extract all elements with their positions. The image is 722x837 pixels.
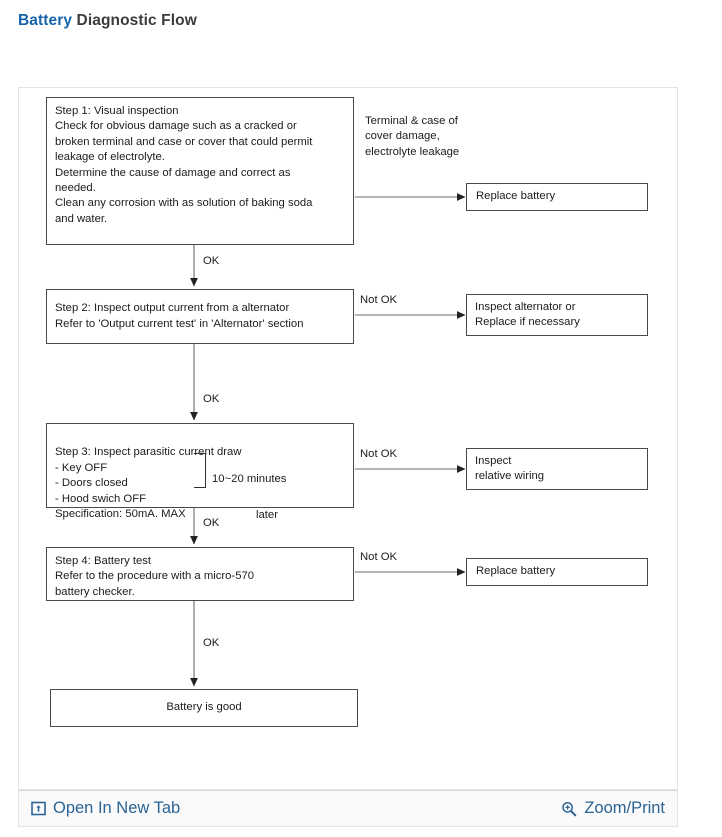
flow-box-result-replace-battery-1: Replace battery	[466, 183, 648, 211]
zoom-print-label: Zoom/Print	[584, 799, 665, 817]
flow-box-step-3: Step 3: Inspect parasitic current draw -…	[46, 423, 354, 521]
edge-label-not-ok-4: Not OK	[360, 551, 398, 563]
flow-box-battery-is-good: Battery is good	[50, 689, 358, 727]
zoom-print-button[interactable]: Zoom/Print	[561, 799, 665, 818]
flow-box-result-replace-battery-2: Replace battery	[466, 558, 648, 586]
flow-note-10-20-minutes-line1: 10~20 minutes	[212, 473, 287, 485]
flow-box-step-1: Step 1: Visual inspection Check for obvi…	[46, 97, 354, 245]
zoom-in-icon	[561, 801, 577, 817]
flow-note-terminal-damage: Terminal & case of cover damage, electro…	[365, 115, 460, 158]
flow-box-step-3-text: Step 3: Inspect parasitic current draw -…	[55, 446, 242, 521]
page-title-rest: Diagnostic Flow	[72, 12, 197, 29]
flow-note-10-20-minutes: 10~20 minutes later	[212, 452, 322, 542]
flow-box-result-inspect-wiring: Inspect relative wiring	[466, 448, 648, 490]
flow-box-step-2: Step 2: Inspect output current from a al…	[46, 289, 354, 344]
edge-label-ok-3: OK	[203, 517, 220, 529]
edge-label-ok-4: OK	[203, 637, 220, 649]
open-in-new-tab-button[interactable]: Open In New Tab	[31, 799, 180, 818]
external-link-icon	[31, 801, 46, 816]
edge-label-not-ok-3: Not OK	[360, 448, 398, 460]
flow-note-10-20-minutes-line2: later	[256, 509, 278, 521]
edge-label-ok-1: OK	[203, 255, 220, 267]
edge-label-ok-2: OK	[203, 393, 220, 405]
viewer-footer: Open In New Tab Zoom/Print	[18, 790, 678, 827]
flow-box-result-inspect-alternator: Inspect alternator or Replace if necessa…	[466, 294, 648, 336]
flow-box-step-4: Step 4: Battery test Refer to the proced…	[46, 547, 354, 601]
open-in-new-tab-label: Open In New Tab	[53, 799, 181, 817]
flowchart-connectors	[190, 193, 466, 687]
page-title-keyword: Battery	[18, 12, 73, 29]
page-title: Battery Diagnostic Flow	[18, 12, 197, 30]
edge-label-not-ok-2: Not OK	[360, 294, 398, 306]
grouping-bracket-icon	[194, 453, 206, 488]
flowchart-canvas: Step 1: Visual inspection Check for obvi…	[18, 87, 678, 790]
